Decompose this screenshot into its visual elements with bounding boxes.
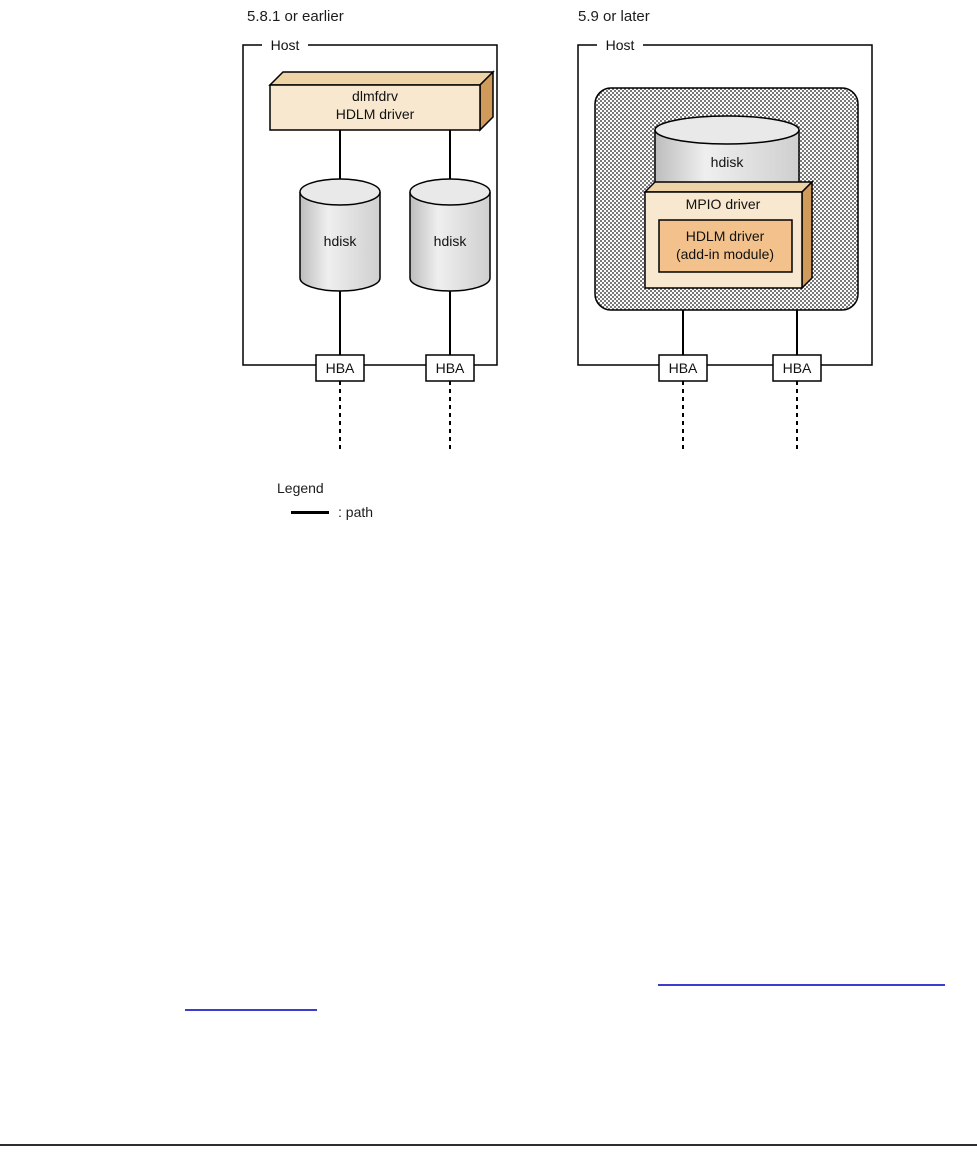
hba-rect — [425, 354, 475, 382]
disk-cylinder: hdisk — [409, 178, 491, 292]
disk-label: hdisk — [324, 233, 358, 249]
footer-rule — [0, 1144, 977, 1146]
disk-cylinder: hdisk — [299, 178, 381, 292]
legend-title: Legend — [277, 480, 324, 496]
hba-box: HBA — [658, 354, 708, 382]
hdlm-driver-label-line2: HDLM driver — [336, 106, 415, 122]
disk-cylinder-top — [409, 178, 491, 206]
host-label-bg — [597, 38, 643, 52]
path-line-sample — [291, 510, 329, 514]
host-label: Host — [606, 37, 635, 53]
legend-path-label: : path — [338, 504, 374, 520]
hba-box: HBA — [772, 354, 822, 382]
hba-label: HBA — [326, 360, 355, 376]
disk-label: hdisk — [711, 154, 745, 170]
hdlm-addin-label-line1: HDLM driver — [686, 228, 765, 244]
hba-label: HBA — [783, 360, 812, 376]
host-box — [242, 44, 498, 366]
disk-cylinder-body — [409, 192, 491, 292]
right-diagram-title: 5.9 or later — [578, 8, 650, 25]
disk-cylinder-top — [299, 178, 381, 206]
legend-row: : path — [291, 504, 373, 520]
hba-rect — [658, 354, 708, 382]
legend: Legend : path — [277, 480, 373, 520]
host-label: Host — [271, 37, 300, 53]
left-diagram-title: 5.8.1 or earlier — [247, 8, 344, 25]
mpio-driver-label: MPIO driver — [686, 196, 761, 212]
hba-label: HBA — [436, 360, 465, 376]
hdlm-driver-label-line1: dlmfdrv — [352, 88, 398, 104]
disk-cylinder-top — [654, 115, 800, 145]
host-box — [577, 44, 873, 366]
right-host-group: Host hdisk MPIO driver HDLM driver (add-… — [577, 37, 873, 452]
disk-cylinder-body — [299, 192, 381, 292]
hba-rect — [772, 354, 822, 382]
mpio-driver-box-side — [801, 180, 813, 290]
hdlm-driver-box-top — [268, 71, 495, 86]
hdlm-driver-box — [269, 84, 481, 131]
host-label-bg — [262, 38, 308, 52]
hyperlink-underline[interactable] — [658, 984, 945, 986]
hyperlink-underline[interactable] — [185, 1009, 317, 1011]
hdlm-addin-label-line2: (add-in module) — [676, 246, 774, 262]
architecture-diagram: Host dlmfdrv HDLM driver hdisk — [242, 37, 873, 452]
hdlm-addin-box — [658, 219, 793, 273]
hba-label: HBA — [669, 360, 698, 376]
disk-label: hdisk — [434, 233, 468, 249]
hba-rect — [315, 354, 365, 382]
mpio-driver-box-top — [643, 181, 814, 193]
hba-box: HBA — [425, 354, 475, 382]
hba-box: HBA — [315, 354, 365, 382]
left-host-group: Host dlmfdrv HDLM driver hdisk — [242, 37, 498, 452]
